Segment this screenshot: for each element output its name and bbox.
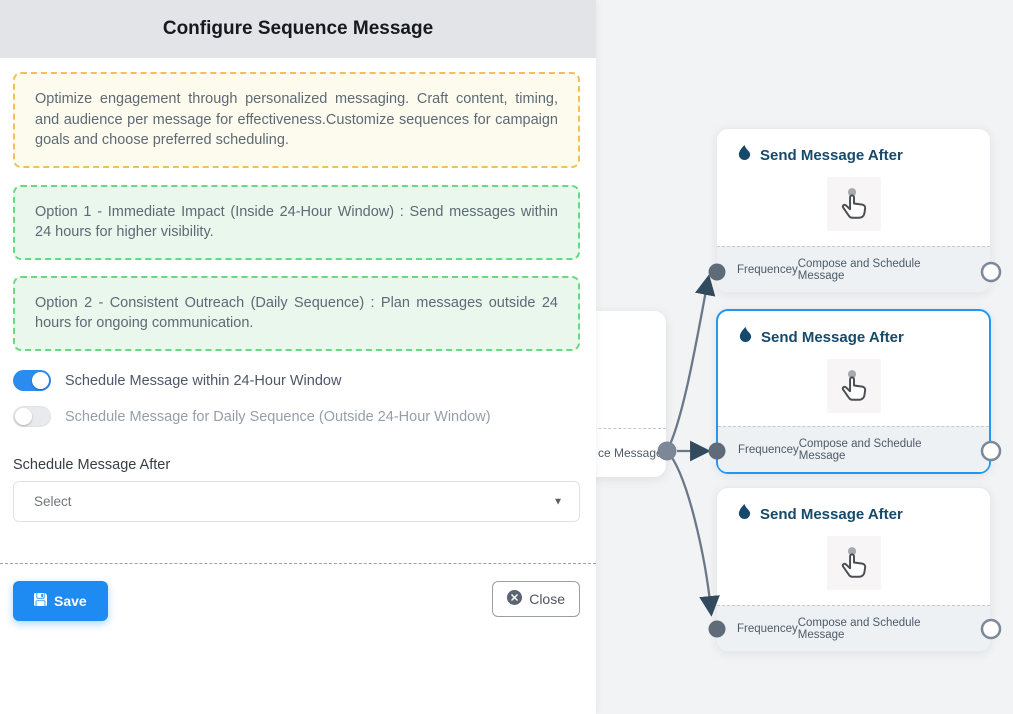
- save-button[interactable]: Save: [13, 581, 108, 622]
- option-1-note: Option 1 - Immediate Impact (Inside 24-H…: [13, 184, 580, 260]
- hand-pointer-icon: [826, 536, 881, 590]
- save-button-label: Save: [54, 593, 87, 610]
- close-button[interactable]: Close: [492, 581, 580, 618]
- node-footer-frequency-label[interactable]: Frequencey: [738, 443, 799, 456]
- send-message-after-node-1[interactable]: Send Message After Frequencey Compose an…: [716, 128, 991, 293]
- footer-divider: [0, 563, 596, 565]
- node-footer-frequency-label[interactable]: Frequencey: [737, 622, 798, 635]
- toggle-daily-sequence-label: Schedule Message for Daily Sequence (Out…: [65, 408, 491, 425]
- option-2-note: Option 2 - Consistent Outreach (Daily Se…: [13, 275, 580, 352]
- droplet-icon: [737, 145, 752, 165]
- hand-pointer-icon: [826, 177, 881, 231]
- page-title: Configure Sequence Message: [162, 18, 434, 39]
- node-footer-frequency-label[interactable]: Frequencey: [737, 263, 798, 276]
- toggle-within-24-hour[interactable]: [13, 370, 51, 392]
- edge-to-node-1: [665, 274, 716, 452]
- flow-canvas[interactable]: ce Message Send Message After Frequencey…: [596, 0, 1013, 714]
- chevron-down-icon: ▼: [553, 496, 563, 508]
- configure-sequence-panel: Configure Sequence Message Optimize enga…: [0, 0, 596, 622]
- panel-header: Configure Sequence Message: [0, 0, 596, 58]
- source-node-footer-label: ce Message: [598, 446, 663, 460]
- select-value: Select: [34, 494, 72, 510]
- hand-pointer-icon: [826, 359, 881, 413]
- close-circle-icon: [507, 590, 523, 608]
- droplet-icon: [738, 327, 753, 347]
- node-title: Send Message After: [760, 146, 903, 164]
- schedule-message-after-label: Schedule Message After: [13, 457, 171, 474]
- toggle-daily-sequence[interactable]: [13, 406, 51, 428]
- toggle-within-24-hour-label: Schedule Message within 24-Hour Window: [65, 372, 342, 389]
- schedule-after-select[interactable]: Select ▼: [13, 481, 580, 523]
- node-title: Send Message After: [760, 505, 903, 523]
- edge-to-node-3: [666, 450, 720, 617]
- save-floppy-icon: [34, 593, 47, 609]
- node-title: Send Message After: [761, 328, 904, 346]
- send-message-after-node-2-selected[interactable]: Send Message After Frequencey Compose an…: [716, 309, 991, 474]
- send-message-after-node-3[interactable]: Send Message After Frequencey Compose an…: [716, 487, 991, 652]
- source-node-card[interactable]: ce Message: [596, 311, 666, 477]
- node-footer-compose-label[interactable]: Compose and Schedule Message: [797, 616, 921, 641]
- info-note: Optimize engagement through personalized…: [13, 72, 580, 168]
- node-footer-compose-label[interactable]: Compose and Schedule Message: [798, 437, 922, 462]
- close-button-label: Close: [529, 591, 565, 608]
- droplet-icon: [737, 504, 752, 524]
- node-footer-compose-label[interactable]: Compose and Schedule Message: [797, 257, 921, 282]
